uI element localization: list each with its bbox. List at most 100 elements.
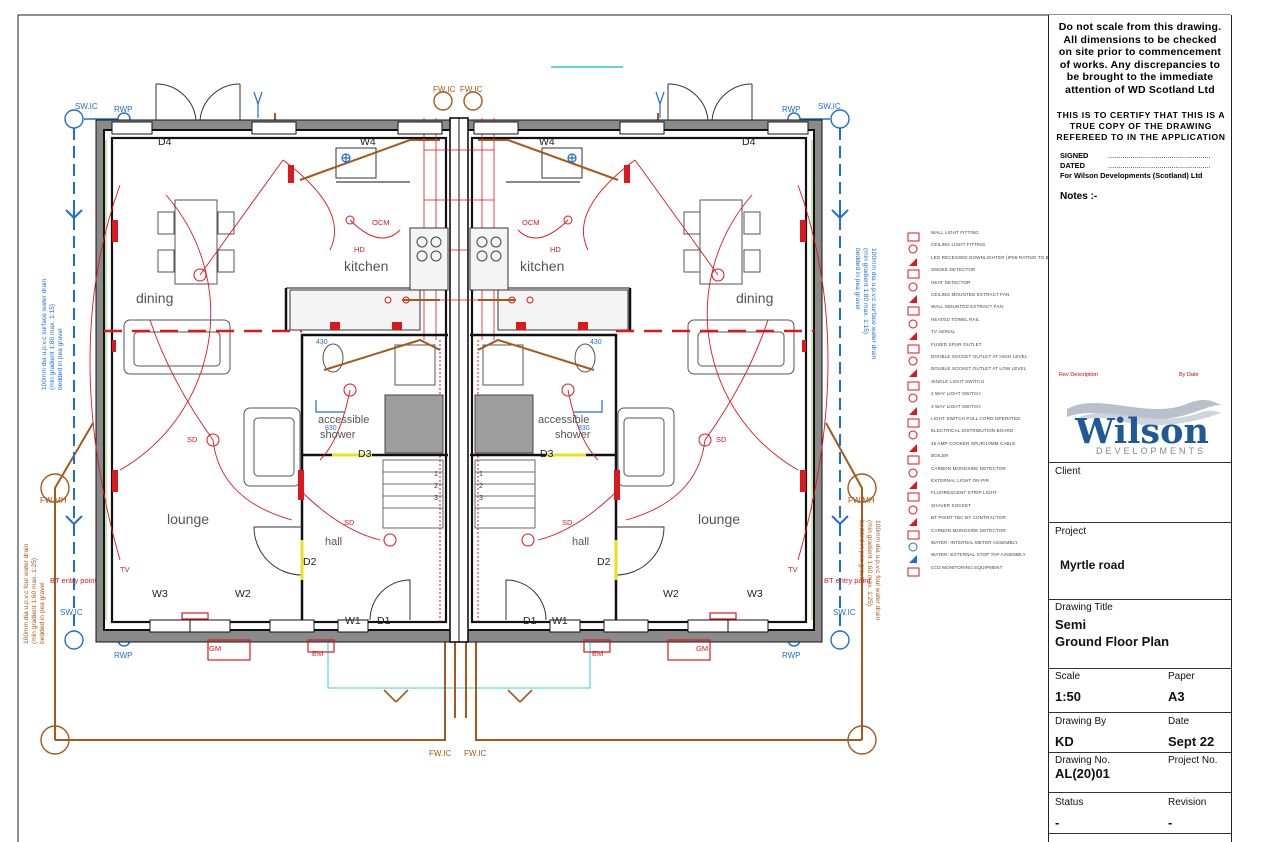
party-wall: [423, 117, 495, 643]
swic-tag-br: SW.IC: [833, 608, 856, 617]
title-block: Do not scale from this drawing. All dime…: [1048, 15, 1232, 842]
sd-tag-right: SD: [716, 435, 727, 444]
wall-fan-icon: [906, 303, 924, 316]
room-kitchen-right: kitchen: [520, 258, 564, 274]
drawing-title-label: Drawing Title: [1055, 602, 1113, 613]
shaver-socket-icon: [906, 502, 924, 515]
rwp-tag-bl: RWP: [114, 651, 133, 660]
stair-step-3-right: 3: [479, 495, 483, 502]
dated-line: ........................................…: [1108, 161, 1211, 170]
legend-label: LIGHT SWITCH PULL CORD OPERATED: [931, 416, 1021, 421]
dim-830-left: 830: [325, 425, 337, 432]
drawn-by-label: Drawing By: [1055, 716, 1107, 727]
hd-tag-left: HD: [354, 245, 365, 254]
legend-label: DOUBLE SOCKET OUTLET AT HIGH LEVEL: [931, 354, 1028, 359]
project-value: Myrtle road: [1060, 558, 1125, 572]
wilson-logo: Wilson DEVELOPMENTS: [1067, 399, 1221, 456]
legend-row: 2 WAY LIGHT SWITCH: [906, 390, 1046, 403]
water-meter-icon: [906, 539, 924, 552]
smoke-detector-icon: [906, 266, 924, 279]
legend-label: CARBON MONOXIDE DETECTOR: [931, 527, 1006, 533]
door-d2-right: D2: [597, 556, 611, 568]
dated-label: DATED: [1060, 161, 1085, 170]
kitchen-worktops: [289, 147, 629, 331]
legend-row: 45 AMP COOKER SPUR/10MM CABLE: [906, 440, 1046, 452]
stair-step-2-right: 2: [479, 483, 483, 490]
legend-label: HEAT DETECTOR: [931, 279, 971, 285]
room-shower-left-2: shower: [320, 429, 356, 441]
revision-label: Revision: [1168, 797, 1207, 808]
foul-note-right-3: bedded in pea gravel: [858, 520, 865, 582]
legend-row: HEATED TOWEL RAIL: [906, 316, 1046, 329]
internal-walls: [284, 181, 632, 620]
co-detector-icon: [906, 465, 924, 478]
legend-row: WALL MOUNTED EXTRACT FAN: [906, 303, 1046, 316]
legend-row: HEAT DETECTOR: [906, 279, 1046, 292]
door-d4-left: D4: [158, 136, 172, 148]
legend-row: 3 WAY LIGHT SWITCH: [906, 403, 1046, 415]
legend-row: CEILING MOUNTED EXTRACT FAN: [906, 291, 1046, 303]
stop-tap-icon: [906, 551, 924, 564]
legend-label: ELECTRICAL DISTRIBUTION BOARD: [931, 428, 1014, 434]
stair-step-3-left: 3: [434, 495, 438, 502]
foul-chambers: [40, 91, 877, 755]
door-d3-right: D3: [540, 448, 554, 460]
fwic-tag-bl: FW.IC: [429, 749, 451, 758]
legend-row: SMOKE DETECTOR: [906, 266, 1046, 279]
surface-note-left-3: bedded in pea gravel: [57, 328, 64, 390]
paper-value: A3: [1168, 689, 1185, 704]
surface-note-right-2: (min gradient 1:80 max. 1:15): [862, 248, 869, 334]
legend-row: TV AERIAL: [906, 328, 1046, 341]
legend-row: SHAVER SOCKET: [906, 502, 1046, 515]
stairs: [382, 459, 536, 529]
room-kitchen-left: kitchen: [344, 258, 388, 274]
ocm-tag-right: OCM: [522, 218, 540, 227]
legend-label: CEILING LIGHT FITTING: [931, 242, 986, 248]
fwic-tag-br: FW.IC: [464, 749, 486, 758]
tv-aerial-icon: [906, 328, 924, 341]
logo-sub: DEVELOPMENTS: [1096, 446, 1206, 456]
socket-low-icon: [906, 365, 924, 378]
room-shower-right-2: shower: [555, 429, 591, 441]
legend-row: BOILER: [906, 452, 1046, 465]
rwp-tag-tr: RWP: [782, 105, 801, 114]
legend-label: WATER: INTERNAL METER ASSEMBLY: [931, 540, 1018, 545]
towel-rail-icon: [906, 316, 924, 329]
fused-spur-icon: [906, 341, 924, 354]
swic-tag-tr: SW.IC: [818, 102, 841, 111]
room-lounge-right: lounge: [698, 511, 740, 527]
legend-label: 3 WAY LIGHT SWITCH: [931, 403, 981, 409]
legend-row: WATER: INTERNAL METER ASSEMBLY: [906, 539, 1046, 552]
window-w2-left: W2: [235, 588, 251, 600]
legend-label: EXTERNAL LIGHT ON PIR: [931, 478, 990, 483]
pir-light-icon: [906, 477, 924, 489]
window-w1-left: W1: [345, 615, 361, 627]
ceiling-light-icon: [906, 241, 924, 254]
legend-label: TV AERIAL: [931, 329, 956, 335]
rev-description-label: Rev Description: [1059, 372, 1098, 378]
legend-label: BOILER: [931, 453, 949, 459]
legend-label: SINGLE LIGHT SWITCH: [931, 378, 984, 384]
legend-label: CO2 MONITORING EQUIPMENT: [931, 564, 1003, 570]
sofas: [123, 319, 795, 487]
drawing-no-value: AL(20)01: [1055, 766, 1110, 781]
legend-label: SMOKE DETECTOR: [931, 267, 976, 273]
sd-tag-hall-left: SD: [344, 518, 355, 527]
shower-rooms: [322, 343, 596, 454]
legend-row: WALL LIGHT FITTING: [906, 229, 1046, 242]
signed-row: SIGNED .................................…: [1060, 151, 1225, 160]
legend-label: WALL LIGHT FITTING: [931, 230, 979, 235]
surface-note-left-1: 100mm dia u.p.v.c surface water drain: [41, 278, 48, 390]
legend-label: WALL MOUNTED EXTRACT FAN: [931, 304, 1003, 310]
windows: [111, 121, 809, 633]
floor-plan: dining kitchen lounge dining kitchen lou…: [23, 66, 881, 758]
legend-row: FLUORESCENT STRIP LIGHT: [906, 489, 1046, 502]
legend-label: SHAVER SOCKET: [931, 502, 972, 508]
strip-light-icon: [906, 489, 924, 502]
em-tag-right: EM: [592, 649, 603, 658]
wall-light-icon: [906, 229, 924, 242]
legend-label: FUSED SPUR OUTLET: [931, 341, 982, 347]
surface-note-right-1: 100mm dia u.p.v.c surface water drain: [870, 248, 877, 360]
room-lounge-left: lounge: [167, 511, 209, 527]
